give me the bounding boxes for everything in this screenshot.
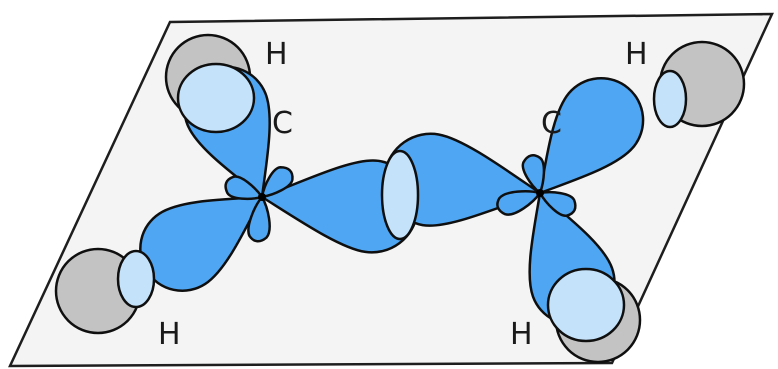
- label-h-top-right: H: [625, 37, 648, 72]
- orbital-overlaps: [116, 62, 688, 343]
- carbon-left-nucleus-icon: [258, 193, 266, 201]
- right-carbon-orbitals: [383, 76, 645, 326]
- right-carbon-small-lobe-3: [496, 190, 542, 216]
- right-carbon-lobe-to-top-right-h: [538, 76, 645, 195]
- left-carbon-small-lobe-2: [224, 175, 264, 201]
- label-c-left: C: [272, 106, 293, 141]
- carbon-right-nucleus-icon: [536, 189, 544, 197]
- c-h-bottom-left-overlap: [116, 249, 156, 309]
- atom-labels: H C H H C H: [158, 37, 648, 352]
- label-h-bottom-left: H: [158, 317, 181, 352]
- right-carbon-small-lobe-1: [521, 154, 546, 195]
- c-h-top-left-overlap: [176, 62, 256, 134]
- c-c-overlap: [380, 149, 420, 241]
- c-h-bottom-right-overlap: [546, 267, 626, 343]
- label-h-top-left: H: [265, 37, 288, 72]
- left-carbon-small-lobe-3: [247, 195, 271, 243]
- left-carbon-small-lobe-1: [260, 166, 294, 199]
- right-carbon-small-lobe-2: [538, 190, 577, 217]
- c-h-top-right-overlap: [652, 69, 688, 129]
- carbon-nuclei: [258, 189, 544, 201]
- label-h-bottom-right: H: [510, 317, 533, 352]
- label-c-right: C: [541, 106, 562, 141]
